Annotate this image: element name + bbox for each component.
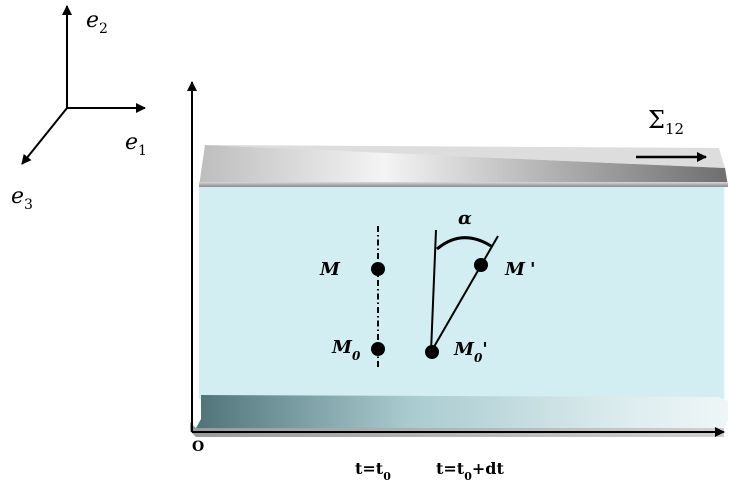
label-M: M: [319, 259, 341, 280]
fluid-layer: [199, 186, 724, 399]
rotated-material-line: [430, 235, 499, 353]
top-plate: [199, 145, 728, 187]
angle-label: α: [458, 208, 472, 229]
angle-arc: [436, 236, 492, 251]
label-M-prime: M': [504, 259, 535, 280]
label-M0: M0: [331, 337, 361, 363]
point-M-prime: [474, 258, 488, 272]
point-M0: [371, 342, 385, 356]
point-M: [371, 262, 385, 276]
time-label-t0: t=t0: [355, 459, 391, 483]
e2-label: e2: [86, 8, 108, 37]
reference-line-vertical: [430, 229, 437, 353]
bottom-plate: [190, 395, 728, 437]
label-M0-prime: M0': [453, 339, 488, 365]
time-label-t0dt: t=t0+dt: [436, 459, 504, 483]
origin-label: O: [192, 439, 204, 455]
axes-triad: e2 e1 e3: [11, 5, 147, 213]
point-M0-prime: [425, 345, 439, 359]
e3-axis-arrow: [21, 107, 68, 165]
e1-label: e1: [125, 130, 147, 159]
e3-label: e3: [11, 184, 33, 213]
shear-label: Σ12: [648, 106, 684, 138]
